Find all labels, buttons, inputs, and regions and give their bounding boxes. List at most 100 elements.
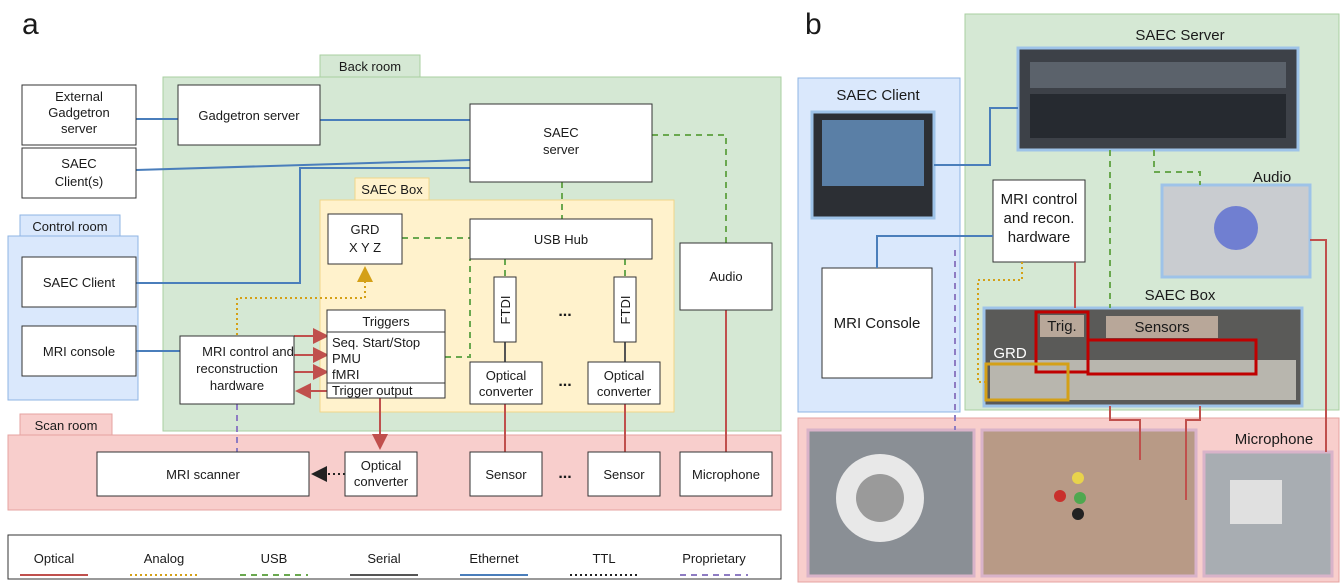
mri-console-label: MRI console [43, 344, 115, 359]
ellipsis-converter: ... [558, 373, 571, 390]
audio-label: Audio [709, 269, 742, 284]
optical-converter-box-2 [587, 361, 661, 405]
ellipsis-sensor: ... [558, 465, 571, 482]
triggers-title: Triggers [362, 314, 410, 329]
ftdi-label-2: FTDI [618, 296, 633, 325]
b-mri-control-line1: MRI control [1001, 191, 1078, 208]
electrode-green [1074, 492, 1086, 504]
legend-label-usb: USB [261, 551, 288, 566]
sensor-1-label: Sensor [485, 467, 527, 482]
triggers-item-seq: Seq. Start/Stop [332, 335, 420, 350]
server-rack-cables [1030, 94, 1286, 138]
sensors-highlight [1086, 338, 1258, 376]
b-analog-mri-grd [977, 262, 1023, 383]
eth-clients-saec [135, 159, 471, 171]
grd-line1: GRD [351, 222, 380, 237]
b-mri-control-box [992, 179, 1086, 263]
legend-label-proprietary: Proprietary [682, 551, 746, 566]
scan-room-tab [19, 413, 113, 436]
legend-label-analog: Analog [144, 551, 184, 566]
saec-clients-line1: SAEC [61, 156, 96, 171]
server-rack-front [1030, 62, 1286, 88]
audio-device-light [1214, 206, 1258, 250]
optical-converter-1-line2: converter [479, 384, 534, 399]
gadgetron-server-box [177, 84, 321, 146]
sensor-box-1 [469, 451, 543, 497]
mri-scanner-box [96, 451, 310, 497]
audio-box [679, 242, 773, 311]
trig-label-bg [1040, 315, 1084, 337]
b-opt-audio-mic [1310, 239, 1327, 452]
saec-server-line1: SAEC [543, 125, 578, 140]
electrode-black [1072, 508, 1084, 520]
control-room-tab [19, 214, 121, 237]
optical-converter-box-scan [344, 451, 418, 497]
ellipsis-ftdi: ... [558, 303, 571, 320]
external-gadgetron-box [21, 84, 137, 146]
usb-hub-box [469, 218, 653, 260]
b-eth-console-mri [876, 235, 993, 268]
b-mri-console-label: MRI Console [834, 315, 921, 332]
usb-hub-label: USB Hub [534, 232, 588, 247]
optical-converter-scan-line1: Optical [361, 458, 402, 473]
saec-server-box [469, 103, 653, 183]
ftdi-label-1: FTDI [498, 296, 513, 325]
saec-box-tab [354, 177, 430, 201]
sensor-box-2 [587, 451, 661, 497]
triggers-item-fmri: fMRI [332, 367, 359, 382]
ext-gadgetron-line1: External [55, 89, 103, 104]
grd-box [327, 213, 403, 265]
b-microphone-label: Microphone [1235, 431, 1313, 448]
microphone-device [1230, 480, 1282, 524]
mri-console-box [21, 325, 137, 377]
triggers-item-pmu: PMU [332, 351, 361, 366]
optical-converter-box-1 [469, 361, 543, 405]
microphone-box [679, 451, 773, 497]
mri-scanner-label: MRI scanner [166, 467, 240, 482]
saec-client-box [21, 256, 137, 308]
grd-line2: X Y Z [349, 240, 381, 255]
saec-box-front-panel [990, 360, 1296, 400]
saec-server-line2: server [543, 142, 580, 157]
b-saec-box-label: SAEC Box [1145, 287, 1216, 304]
b-mri-control-line2: and recon. [1004, 210, 1075, 227]
b-opt-box-sensor2 [1185, 406, 1201, 500]
mri-control-line2: reconstruction [196, 361, 278, 376]
legend-box [7, 534, 782, 580]
b-trig-label: Trig. [1047, 318, 1076, 335]
b-saec-server-label: SAEC Server [1135, 27, 1224, 44]
usb-audio-server [652, 134, 727, 243]
usb-triggers-hub [445, 259, 471, 358]
ext-gadgetron-line3: server [61, 121, 98, 136]
optical-converter-2-line2: converter [597, 384, 652, 399]
b-mri-control-line3: hardware [1008, 229, 1071, 246]
legend: Optical Analog USB Serial Ethernet TTL Proprie… [20, 551, 748, 576]
eth-client-saec [136, 167, 470, 284]
saec-clients-line2: Client(s) [55, 174, 103, 189]
b-sensors-label: Sensors [1134, 319, 1189, 336]
legend-label-ethernet: Ethernet [469, 551, 519, 566]
control-room-label: Control room [32, 219, 107, 234]
patient-sensors-photo [980, 428, 1198, 578]
b-eth-client-server [934, 107, 1018, 166]
b-opt-box-sensor1 [1109, 406, 1141, 460]
legend-label-ttl: TTL [592, 551, 615, 566]
b-grd-label: GRD [993, 345, 1027, 362]
back-room-tab [319, 54, 421, 78]
b-usb-server-audio [1153, 150, 1201, 185]
b-audio-label: Audio [1253, 169, 1291, 186]
legend-label-serial: Serial [367, 551, 400, 566]
optical-converter-scan-line2: converter [354, 474, 409, 489]
trigger-output-label: Trigger output [332, 383, 413, 398]
saec-box-label: SAEC Box [361, 182, 423, 197]
mri-control-box [179, 335, 295, 405]
legend-label-optical: Optical [34, 551, 75, 566]
sensor-2-label: Sensor [603, 467, 645, 482]
gadgetron-server-label: Gadgetron server [198, 108, 300, 123]
electrode-red [1054, 490, 1066, 502]
ftdi-box-2 [613, 276, 637, 343]
saec-clients-box [21, 147, 137, 199]
scan-room-label: Scan room [35, 418, 98, 433]
back-room-label: Back room [339, 59, 401, 74]
